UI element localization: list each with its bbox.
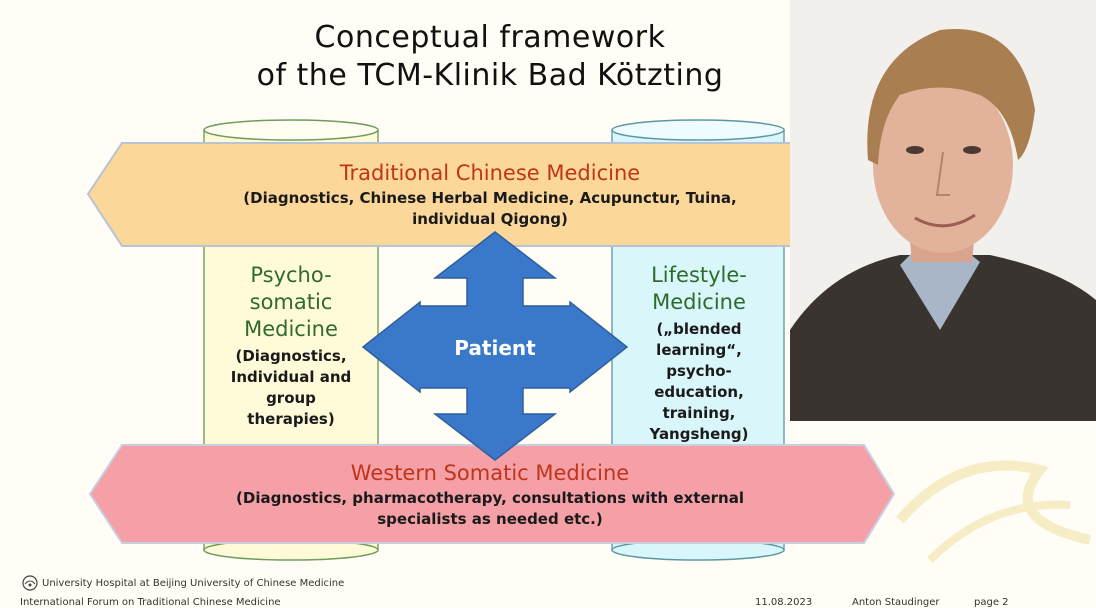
lifestyle-body-line-6: Yangsheng): [649, 425, 749, 443]
lifestyle-text: Lifestyle- Medicine („blended learning“,…: [614, 262, 784, 445]
psychosomatic-heading-line-1: Psycho-: [250, 263, 332, 287]
tcm-body-line-1: (Diagnostics, Chinese Herbal Medicine, A…: [243, 189, 737, 207]
footer-forum: International Forum on Traditional Chine…: [20, 597, 281, 608]
psychosomatic-body-line-2: Individual and: [230, 368, 352, 386]
lifestyle-body-line-4: education,: [654, 383, 744, 401]
wsm-body-line-2: specialists as needed etc.): [377, 510, 603, 528]
psychosomatic-heading-line-2: somatic: [249, 290, 333, 314]
tcm-banner: [86, 142, 801, 247]
psychosomatic-body-line-1: (Diagnostics,: [235, 347, 347, 365]
lifestyle-body-line-2: learning“,: [656, 341, 742, 359]
psychosomatic-heading-line-3: Medicine: [244, 317, 338, 341]
tcm-title: Traditional Chinese Medicine: [339, 161, 641, 185]
tcm-banner-text: Traditional Chinese Medicine (Diagnostic…: [190, 160, 790, 230]
tcm-body-line-2: individual Qigong): [412, 210, 568, 228]
wsm-body-line-1: (Diagnostics, pharmacotherapy, consultat…: [236, 489, 744, 507]
psychosomatic-text: Psycho- somatic Medicine (Diagnostics, I…: [208, 262, 374, 430]
psychosomatic-body-line-4: therapies): [247, 410, 335, 428]
lifestyle-body-line-1: („blended: [656, 320, 742, 338]
university-logo-icon: [22, 575, 38, 591]
footer-author: Anton Staudinger: [852, 597, 940, 608]
patient-label: Patient: [454, 336, 536, 360]
footer-university: University Hospital at Beijing Universit…: [42, 578, 345, 589]
footer-page-number: page 2: [974, 597, 1009, 608]
lifestyle-heading-line-2: Medicine: [652, 290, 746, 314]
psychosomatic-body-line-3: group: [266, 389, 316, 407]
wsm-title: Western Somatic Medicine: [350, 461, 630, 485]
footer-date: 11.08.2023: [755, 597, 813, 608]
wsm-banner-text: Western Somatic Medicine (Diagnostics, p…: [150, 460, 830, 530]
lifestyle-body-line-5: training,: [662, 404, 736, 422]
lifestyle-body-line-3: psycho-: [666, 362, 732, 380]
wsm-banner: [88, 444, 896, 544]
lifestyle-heading-line-1: Lifestyle-: [651, 263, 747, 287]
presenter-photo: [790, 0, 1096, 421]
slide-title-line-1: Conceptual framework: [314, 20, 666, 55]
slide-footer: University Hospital at Beijing Universit…: [0, 570, 1096, 608]
slide-title-line-2: of the TCM-Klinik Bad Kötzting: [256, 58, 724, 93]
four-way-arrow-icon: [361, 231, 629, 461]
